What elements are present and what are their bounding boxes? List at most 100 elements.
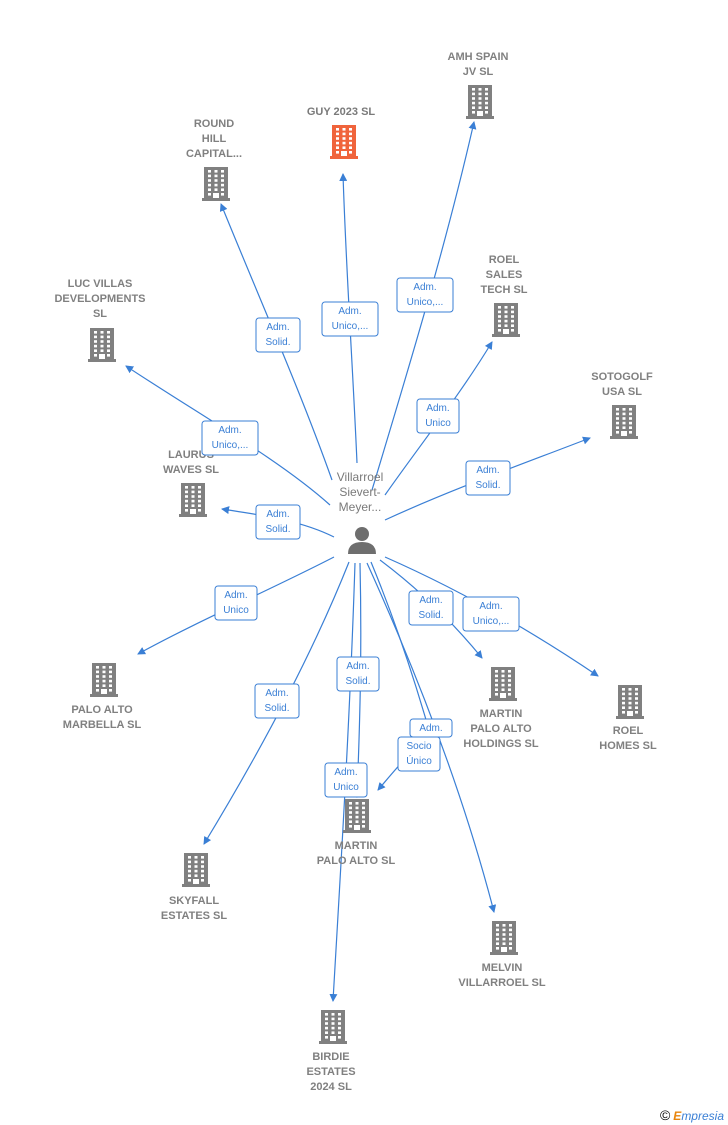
building-icon[interactable]	[202, 167, 230, 201]
building-icon[interactable]	[88, 328, 116, 362]
edge-role-label[interactable]: Adm.Unico,...	[462, 596, 520, 632]
company-name[interactable]: TECH SL	[480, 284, 527, 296]
building-icon[interactable]	[182, 853, 210, 887]
edge-role-text: Adm.	[419, 595, 442, 606]
building-icon[interactable]	[489, 667, 517, 701]
company-name[interactable]: JV SL	[463, 66, 494, 78]
company-name[interactable]: ROEL	[489, 254, 520, 266]
company-node-palo_marbella[interactable]: PALO ALTO MARBELLA SL	[63, 663, 142, 731]
company-name[interactable]: SALES	[486, 269, 523, 281]
edge-role-text: Unico,...	[212, 440, 249, 451]
building-icon[interactable]	[466, 85, 494, 119]
edge-role-box	[254, 683, 300, 719]
company-node-luc[interactable]: LUC VILLAS DEVELOPMENTS SL	[54, 278, 146, 362]
company-name[interactable]: MARBELLA SL	[63, 719, 142, 731]
person-name[interactable]: Meyer...	[339, 500, 382, 514]
company-name[interactable]: HOMES SL	[599, 740, 657, 752]
company-name[interactable]: ROEL	[613, 725, 644, 737]
company-name[interactable]: LUC VILLAS	[68, 278, 133, 290]
edge-role-text: Adm.	[346, 661, 369, 672]
building-icon[interactable]	[492, 303, 520, 337]
company-name[interactable]: DEVELOPMENTS	[54, 293, 145, 305]
edge-role-label[interactable]: Adm.Solid.	[255, 317, 301, 353]
edge-role-label[interactable]: Adm.Unico	[416, 398, 460, 434]
edge-labels-layer: Adm.Unico,...Adm.Unico,...Adm.Solid.Adm.…	[201, 277, 520, 798]
edge-role-text: Unico,...	[407, 297, 444, 308]
building-icon[interactable]	[490, 921, 518, 955]
company-name[interactable]: MARTIN	[480, 708, 523, 720]
company-node-skyfall[interactable]: SKYFALL ESTATES SL	[161, 853, 227, 922]
edge-role-box	[336, 656, 380, 692]
company-name[interactable]: PALO ALTO	[470, 723, 532, 735]
company-node-birdie[interactable]: BIRDIE ESTATES 2024 SL	[306, 1010, 356, 1093]
company-node-round[interactable]: ROUND HILL CAPITAL...	[186, 118, 242, 201]
edge-role-label[interactable]: Adm.Solid.	[408, 590, 454, 626]
edge-role-box	[396, 277, 454, 313]
edge-role-label[interactable]: Adm.Solid.	[465, 460, 511, 496]
edge-role-text: Adm.	[338, 306, 361, 317]
edge-role-box	[324, 762, 368, 798]
edge-role-text: Único	[406, 754, 432, 767]
brand-name: mpresia	[681, 1109, 724, 1123]
company-name[interactable]: USA SL	[602, 386, 642, 398]
edge-role-box	[408, 590, 454, 626]
company-node-martin_pa[interactable]: MARTIN PALO ALTO SL	[317, 799, 396, 867]
company-name[interactable]: CAPITAL...	[186, 148, 242, 160]
building-icon[interactable]	[616, 685, 644, 719]
person-name[interactable]: Sievert-	[339, 485, 380, 499]
company-name[interactable]: AMH SPAIN	[448, 51, 509, 63]
company-name[interactable]: PALO ALTO SL	[317, 855, 396, 867]
edge-role-label[interactable]: Adm.Unico,...	[201, 420, 259, 456]
company-name[interactable]: 2024 SL	[310, 1081, 352, 1093]
company-name[interactable]: HOLDINGS SL	[463, 738, 538, 750]
edge-role-label[interactable]: Adm.Solid.	[254, 683, 300, 719]
company-name[interactable]: PALO ALTO	[71, 704, 133, 716]
edge-role-text: Adm.	[224, 590, 247, 601]
company-node-martin_hold[interactable]: MARTIN PALO ALTO HOLDINGS SL	[463, 667, 539, 750]
building-icon[interactable]	[330, 125, 358, 159]
company-name[interactable]: MARTIN	[335, 840, 378, 852]
company-node-amh[interactable]: AMH SPAIN JV SL	[448, 51, 509, 119]
company-name[interactable]: BIRDIE	[312, 1051, 349, 1063]
building-icon[interactable]	[179, 483, 207, 517]
company-name[interactable]: HILL	[202, 133, 227, 145]
edge-role-text: Adm.	[419, 723, 442, 734]
company-node-guy2023[interactable]: GUY 2023 SL	[307, 106, 376, 159]
company-node-roel_homes[interactable]: ROEL HOMES SL	[599, 685, 657, 752]
company-name[interactable]: ESTATES SL	[161, 910, 227, 922]
building-icon[interactable]	[610, 405, 638, 439]
copyright-icon: ©	[659, 1107, 671, 1123]
company-name[interactable]: SOTOGOLF	[591, 371, 653, 383]
person-name[interactable]: Villarroel	[337, 470, 383, 484]
company-name[interactable]: SL	[93, 308, 107, 320]
company-name[interactable]: MELVIN	[482, 962, 523, 974]
edge-role-label[interactable]: Adm. Unico	[214, 585, 258, 621]
edge-role-label[interactable]: Adm.Solid.	[336, 656, 380, 692]
edge-role-text: Unico	[223, 605, 249, 616]
company-node-melvin[interactable]: MELVIN VILLARROEL SL	[458, 921, 546, 989]
company-name[interactable]: SKYFALL	[169, 895, 219, 907]
company-name[interactable]: ROUND	[194, 118, 234, 130]
company-name[interactable]: ESTATES	[306, 1066, 355, 1078]
edge-role-text: Adm.	[266, 509, 289, 520]
building-icon[interactable]	[319, 1010, 347, 1044]
person-node[interactable]: VillarroelSievert-Meyer...	[337, 470, 383, 554]
building-icon[interactable]	[90, 663, 118, 697]
company-node-roel_sales[interactable]: ROEL SALES TECH SL	[480, 254, 528, 337]
edge-role-label[interactable]: Adm. Solid.	[255, 504, 301, 540]
edge-role-label[interactable]: Adm.Unico	[324, 762, 368, 798]
building-icon[interactable]	[343, 799, 371, 833]
company-node-sotogolf[interactable]: SOTOGOLF USA SL	[591, 371, 653, 439]
edge-role-label[interactable]: Adm.Unico,...	[396, 277, 454, 313]
footer-brand[interactable]: ©Empresia	[660, 1107, 724, 1123]
edge-role-text: Solid.	[265, 524, 290, 535]
company-name[interactable]: WAVES SL	[163, 464, 219, 476]
company-name[interactable]: VILLARROEL SL	[458, 977, 545, 989]
edge-role-label[interactable]: Adm.	[409, 718, 453, 738]
edge-role-box	[416, 398, 460, 434]
edge-role-label[interactable]: Adm.Unico,...	[321, 301, 379, 337]
company-name[interactable]: GUY 2023 SL	[307, 106, 376, 118]
